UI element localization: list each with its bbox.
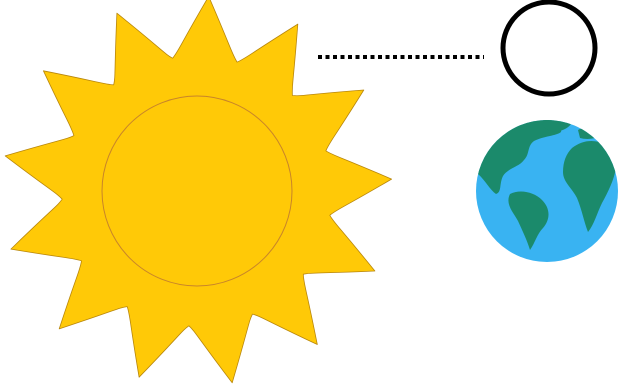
earth-globe-icon — [471, 116, 618, 262]
circle-outline-icon — [503, 2, 595, 94]
continent-europe — [578, 128, 604, 139]
